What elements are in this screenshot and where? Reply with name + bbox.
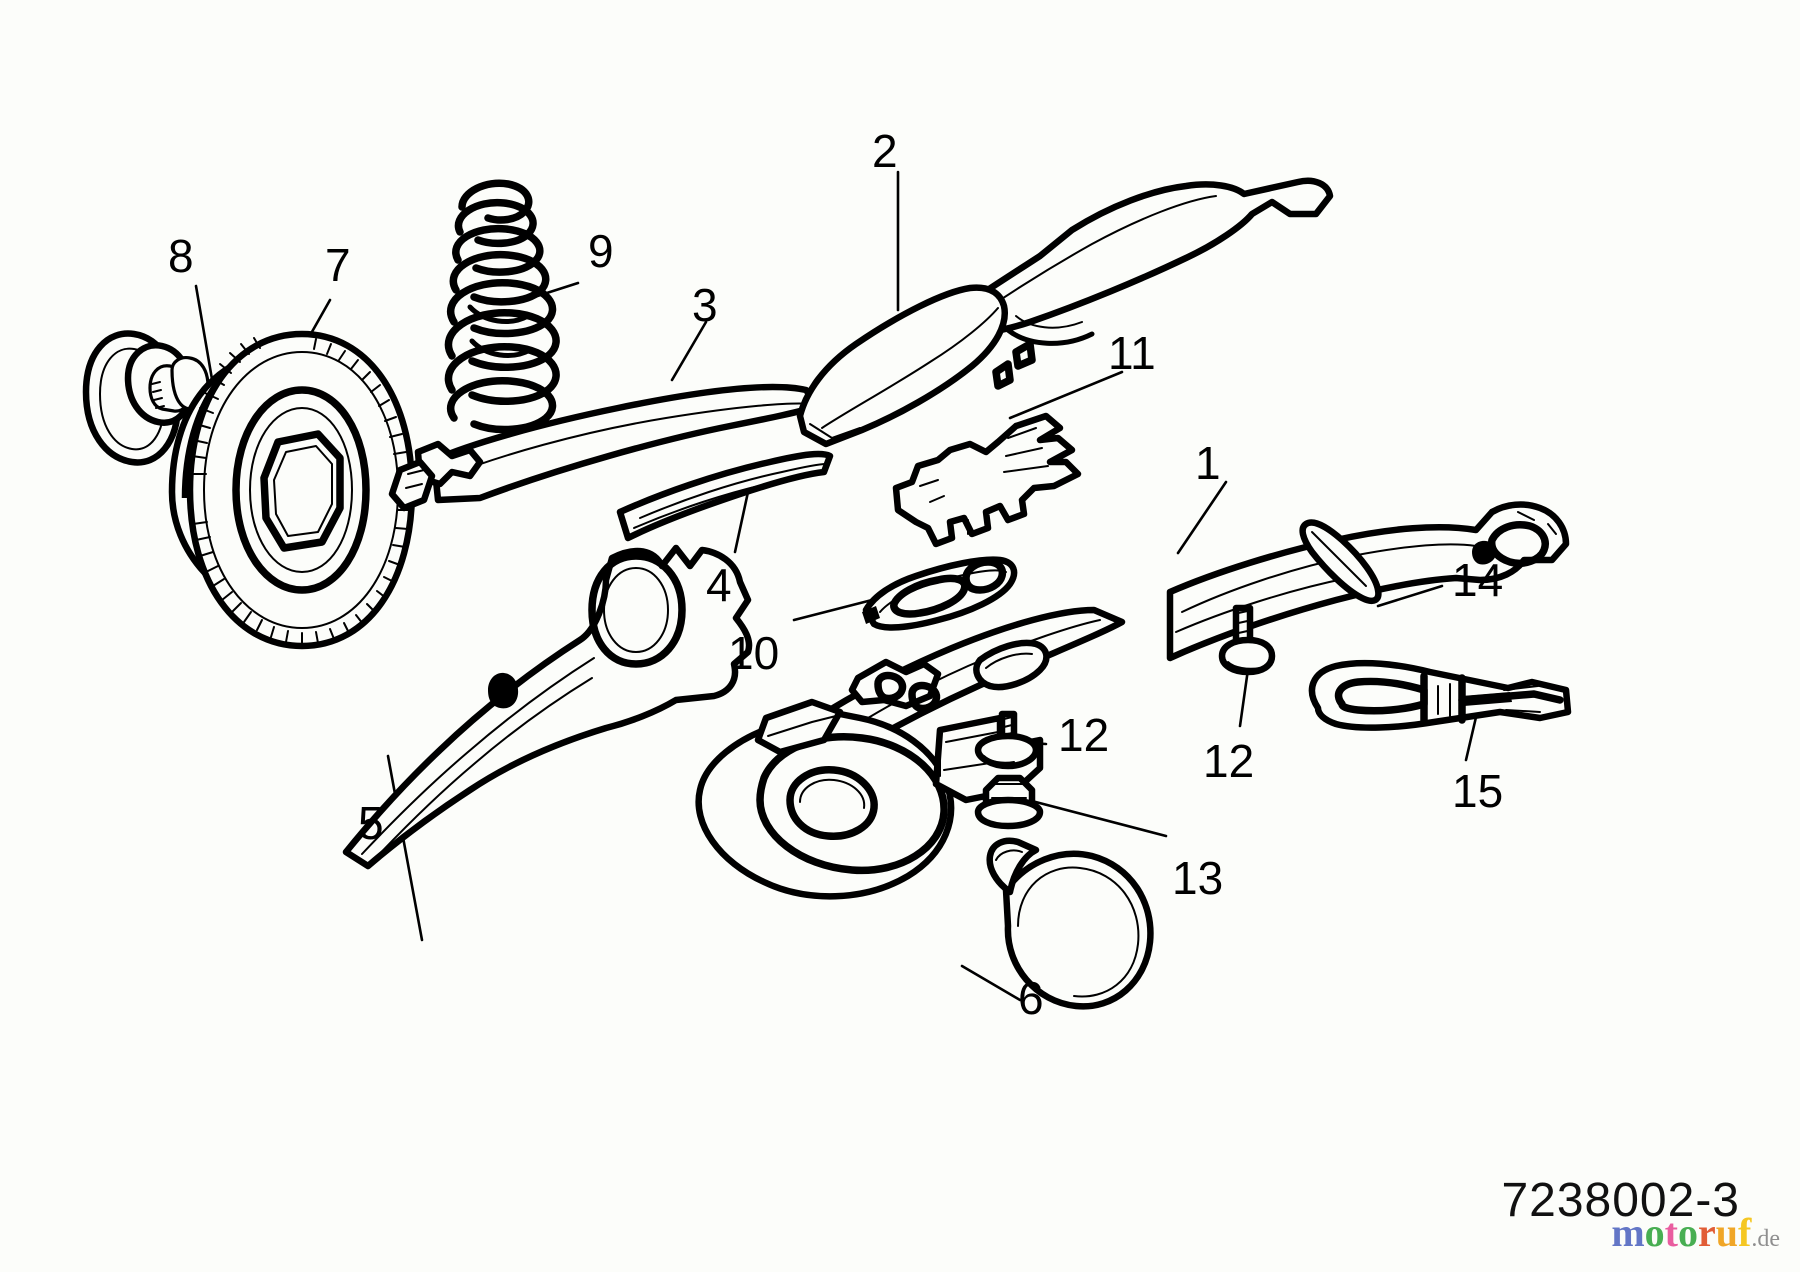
part-14-sharpening-stone bbox=[1299, 519, 1382, 604]
part-12-screw-lower bbox=[974, 710, 1040, 770]
callout-12-secondary: 12 bbox=[1203, 735, 1255, 787]
callout-13: 13 bbox=[1172, 852, 1224, 904]
watermark-letter-0: m bbox=[1611, 1210, 1645, 1255]
part-4-handle-insert-pad bbox=[616, 450, 834, 542]
part-7-ratchet-disc bbox=[168, 330, 416, 650]
callout-3: 3 bbox=[692, 279, 718, 331]
watermark-letter-5: u bbox=[1715, 1210, 1739, 1255]
callout-5: 5 bbox=[358, 797, 384, 849]
callout-4: 4 bbox=[706, 559, 732, 611]
watermark-letter-6: f bbox=[1738, 1210, 1752, 1255]
callout-8: 8 bbox=[168, 230, 194, 282]
callout-11: 11 bbox=[1108, 327, 1156, 379]
callout-7: 7 bbox=[325, 239, 351, 291]
callout-12: 12 bbox=[1058, 709, 1110, 761]
callout-15: 15 bbox=[1452, 765, 1504, 817]
watermark-suffix: .de bbox=[1751, 1226, 1780, 1252]
callout-14: 14 bbox=[1452, 554, 1504, 606]
site-watermark: motoruf.de bbox=[1611, 1209, 1780, 1256]
watermark-letter-3: o bbox=[1678, 1210, 1698, 1255]
callout-2: 2 bbox=[872, 125, 898, 177]
watermark-letter-4: r bbox=[1698, 1210, 1716, 1255]
part-15-wrist-strap bbox=[1308, 659, 1572, 731]
part-10-link-plate bbox=[862, 556, 1018, 631]
watermark-letter-2: t bbox=[1664, 1210, 1678, 1255]
part-8-pivot-bolt-washer bbox=[82, 330, 210, 466]
callout-6: 6 bbox=[1018, 972, 1044, 1024]
part-13-lock-nut bbox=[974, 774, 1044, 830]
callout-10: 10 bbox=[728, 627, 780, 679]
part-5-cutting-blade bbox=[342, 544, 753, 870]
watermark-letter-1: o bbox=[1644, 1210, 1665, 1255]
drawing-part-number: 7238002-3 bbox=[1501, 1174, 1740, 1227]
callout-9: 9 bbox=[588, 225, 614, 277]
part-11-ratchet-pawl bbox=[892, 412, 1082, 548]
part-6-pivot-cap-knob bbox=[986, 837, 1154, 1010]
callout-1: 1 bbox=[1195, 437, 1221, 489]
part-2-handle-grip-cover bbox=[796, 177, 1334, 448]
part-9-coil-spring bbox=[444, 179, 560, 434]
watermark-letters: motoruf bbox=[1611, 1210, 1751, 1255]
part-12-screw-upper bbox=[1218, 604, 1276, 676]
